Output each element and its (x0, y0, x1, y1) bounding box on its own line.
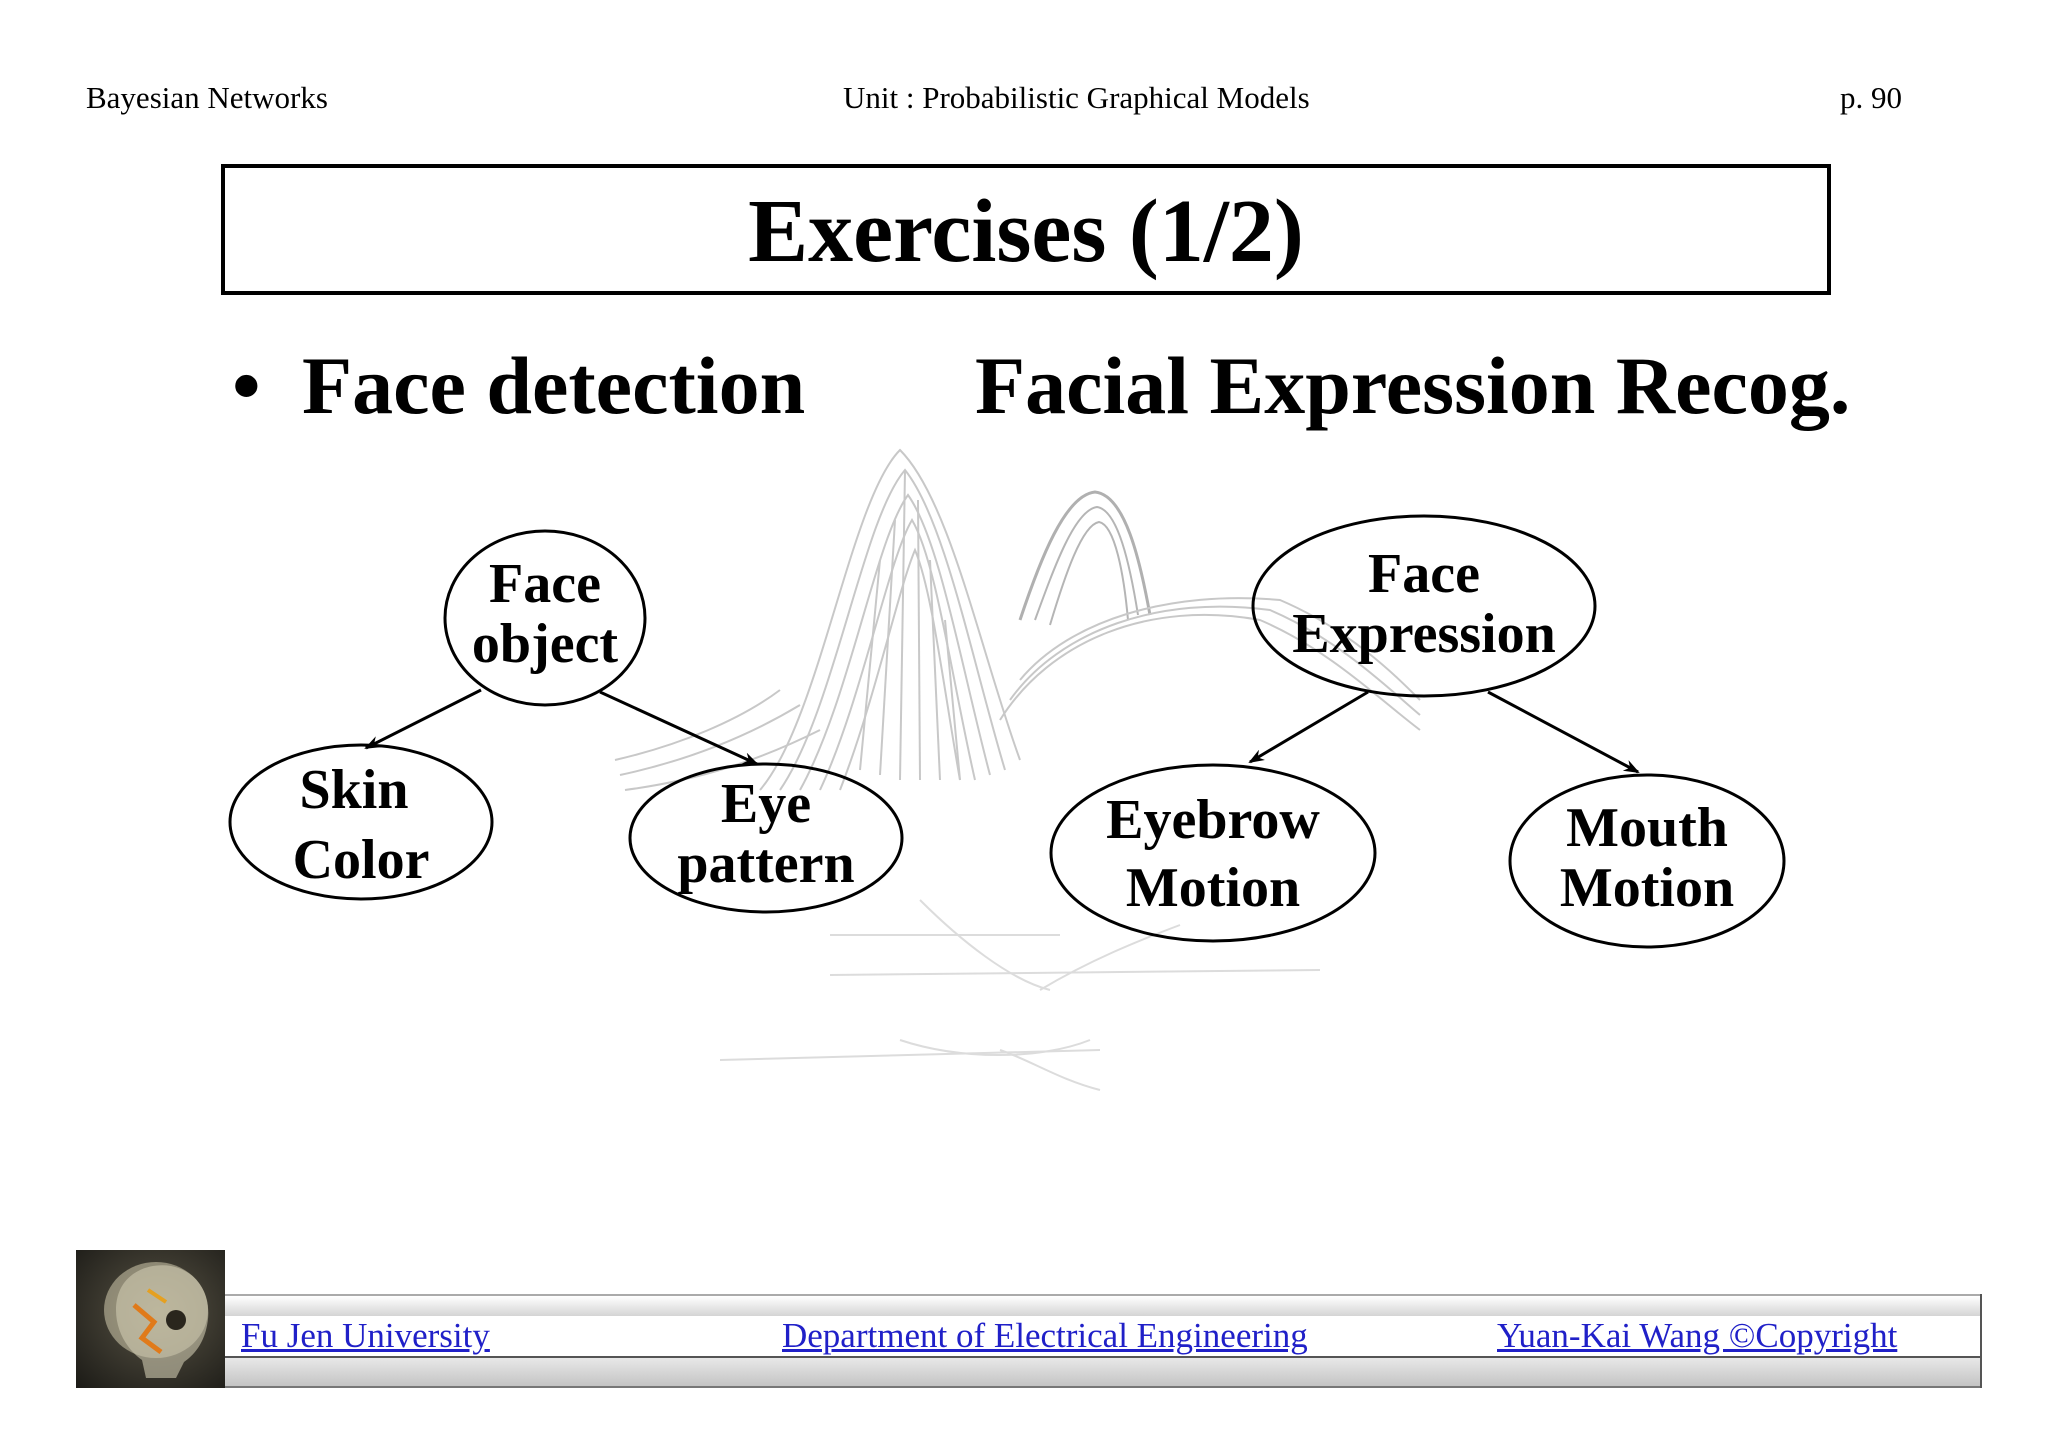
facial-expression-network: Face Expression Eyebrow Motion Mouth Mot… (1049, 514, 1786, 949)
node-eye-pattern-line2: pattern (677, 833, 854, 895)
node-skin-color-line2: Color (293, 829, 430, 891)
node-mouth-motion-line2: Motion (1560, 857, 1734, 919)
edge-face-object-to-skin-color (364, 688, 482, 750)
node-mouth-motion: Mouth Motion (1508, 773, 1786, 949)
bullet-marker: • (232, 340, 261, 431)
footer-bar-middle (225, 1316, 1982, 1358)
header-unit-title: Unit : Probabilistic Graphical Models (843, 80, 1310, 115)
footer-bar-top (225, 1294, 1982, 1316)
header-course-title: Bayesian Networks (86, 80, 328, 115)
node-face-expression-line2: Expression (1292, 603, 1555, 665)
node-eye-pattern: Eye pattern (628, 762, 904, 914)
node-skin-color-line1: Skin (300, 759, 409, 821)
node-face-object-line1: Face (489, 553, 601, 615)
header-page-number: p. 90 (1840, 80, 1902, 115)
footer-right-edge (1980, 1294, 1982, 1388)
edge-face-expression-to-eyebrow-motion (1248, 690, 1369, 764)
node-skin-color: Skin Color (228, 743, 494, 901)
background-surface-graphic (614, 448, 1421, 1091)
edge-face-object-to-eye-pattern (599, 690, 759, 766)
node-eyebrow-motion-line2: Motion (1126, 857, 1300, 919)
footer-copyright-link[interactable]: Yuan-Kai Wang ©Copyright (1497, 1316, 1898, 1355)
node-face-object: Face object (443, 529, 647, 707)
bullet-facial-expression: Facial Expression Recog. (975, 340, 1851, 431)
title-box: Exercises (1/2) (221, 164, 1831, 295)
footer: Fu Jen University Department of Electric… (76, 1250, 1982, 1388)
node-mouth-motion-line1: Mouth (1566, 797, 1728, 859)
slide-title: Exercises (1/2) (748, 181, 1304, 281)
footer-bar-bottom (225, 1358, 1982, 1388)
node-face-object-line2: object (472, 613, 619, 675)
edge-face-expression-to-mouth-motion (1487, 690, 1640, 774)
footer-department-link[interactable]: Department of Electrical Engineering (782, 1316, 1308, 1355)
node-eyebrow-motion: Eyebrow Motion (1049, 763, 1377, 943)
node-eye-pattern-line1: Eye (721, 773, 811, 835)
node-face-expression-line1: Face (1368, 543, 1480, 605)
footer-university-link[interactable]: Fu Jen University (241, 1316, 490, 1355)
skull-logo-icon (76, 1250, 225, 1388)
face-detection-network: Face object Skin Color Eye pattern (228, 529, 904, 914)
bullet-face-detection: Face detection (302, 340, 806, 431)
node-face-expression: Face Expression (1251, 514, 1597, 698)
node-eyebrow-motion-line1: Eyebrow (1106, 789, 1320, 851)
